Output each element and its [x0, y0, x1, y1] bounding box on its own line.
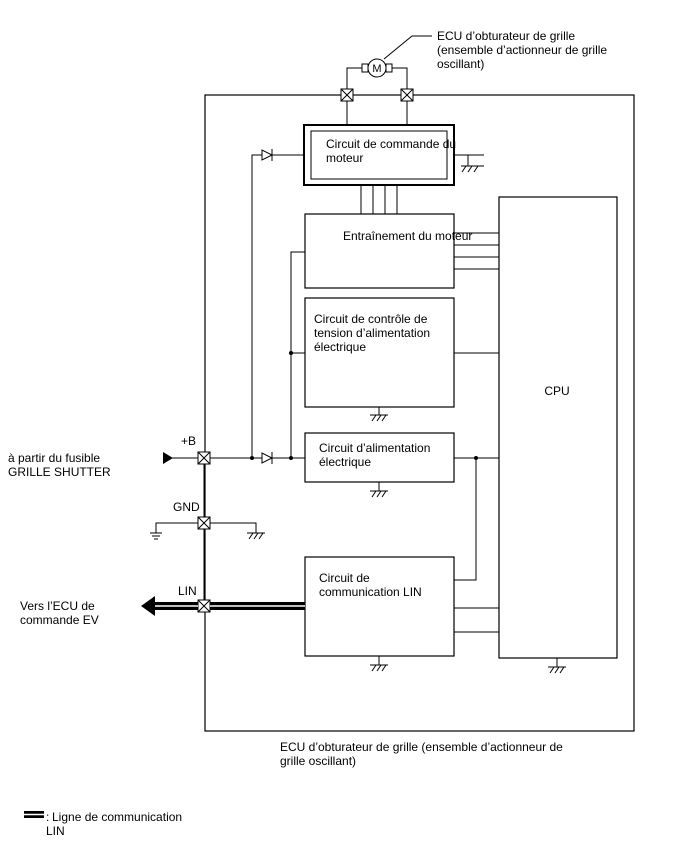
- fuse-label-1: à partir du fusible: [8, 451, 100, 465]
- motor-drive-circuit-label-1: Circuit de commande du: [326, 137, 456, 151]
- motor-symbol: M: [372, 63, 381, 75]
- ecu-outline: [204, 94, 635, 732]
- diode-icon: [261, 452, 274, 464]
- output-arrow-icon: [141, 596, 155, 616]
- motor-drive-circuit-label-2: moteur: [326, 151, 363, 165]
- terminal-gnd-label: GND: [173, 500, 200, 514]
- terminal-b-label: +B: [181, 434, 196, 448]
- motor-connector-right: [400, 88, 414, 102]
- chassis-ground-icon: [461, 155, 484, 173]
- voltage-monitor-box: [304, 297, 455, 408]
- diode-icon: [261, 149, 274, 161]
- connector-lin: [197, 599, 211, 613]
- lin-bus-line: [155, 602, 305, 610]
- fuse-label-2: GRILLE SHUTTER: [8, 465, 111, 479]
- motor-brush-left: [361, 63, 369, 73]
- top-ecu-label-2: (ensemble d’actionneur de grille: [437, 43, 607, 57]
- motor-assembly: M: [346, 35, 432, 90]
- motor-brush-right: [385, 63, 393, 73]
- body-ground-icon: [150, 532, 162, 540]
- terminal-lin-label: LIN: [178, 584, 197, 598]
- connector-gnd: [197, 516, 211, 530]
- top-ecu-label-3: oscillant): [437, 57, 484, 71]
- bottom-ecu-label-2: grille oscillant): [280, 754, 356, 768]
- chassis-ground-icon: [247, 532, 265, 540]
- top-ecu-label-1: ECU d’obturateur de grille: [437, 29, 575, 43]
- bottom-ecu-label-1: ECU d’obturateur de grille (ensemble d’a…: [280, 740, 563, 754]
- lin-circuit-label-1: Circuit de: [319, 571, 370, 585]
- voltage-monitor-label-2: tension d’alimentation: [314, 326, 430, 340]
- motor-connector-left: [340, 88, 354, 102]
- cpu-label: CPU: [544, 384, 569, 398]
- motor-driver-label: Entraînement du moteur: [343, 229, 472, 243]
- ev-ecu-label-1: Vers l’ECU de: [20, 599, 95, 613]
- power-circuit-label-2: électrique: [319, 455, 371, 469]
- voltage-monitor-label-1: Circuit de contrôle de: [314, 312, 428, 326]
- connector-b: [197, 451, 211, 465]
- motor-driver-box: [304, 213, 455, 289]
- input-arrow-icon: [163, 452, 173, 464]
- legend-label-2: LIN: [46, 824, 65, 838]
- legend-label-1: Ligne de communication: [52, 810, 182, 824]
- power-circuit-label-1: Circuit d’alimentation: [319, 441, 430, 455]
- cpu-box: [498, 196, 618, 659]
- lin-circuit-box: [304, 556, 455, 657]
- chassis-ground-icon: [370, 482, 388, 498]
- svg-text::: :: [46, 810, 49, 824]
- voltage-monitor-label-3: électrique: [314, 340, 366, 354]
- lin-circuit-label-2: communication LIN: [319, 585, 422, 599]
- legend-lin-symbol: [24, 811, 44, 818]
- chassis-ground-icon: [370, 407, 388, 422]
- ev-ecu-label-2: commande EV: [20, 613, 99, 627]
- chassis-ground-icon: [548, 658, 566, 674]
- chassis-ground-icon: [370, 656, 388, 672]
